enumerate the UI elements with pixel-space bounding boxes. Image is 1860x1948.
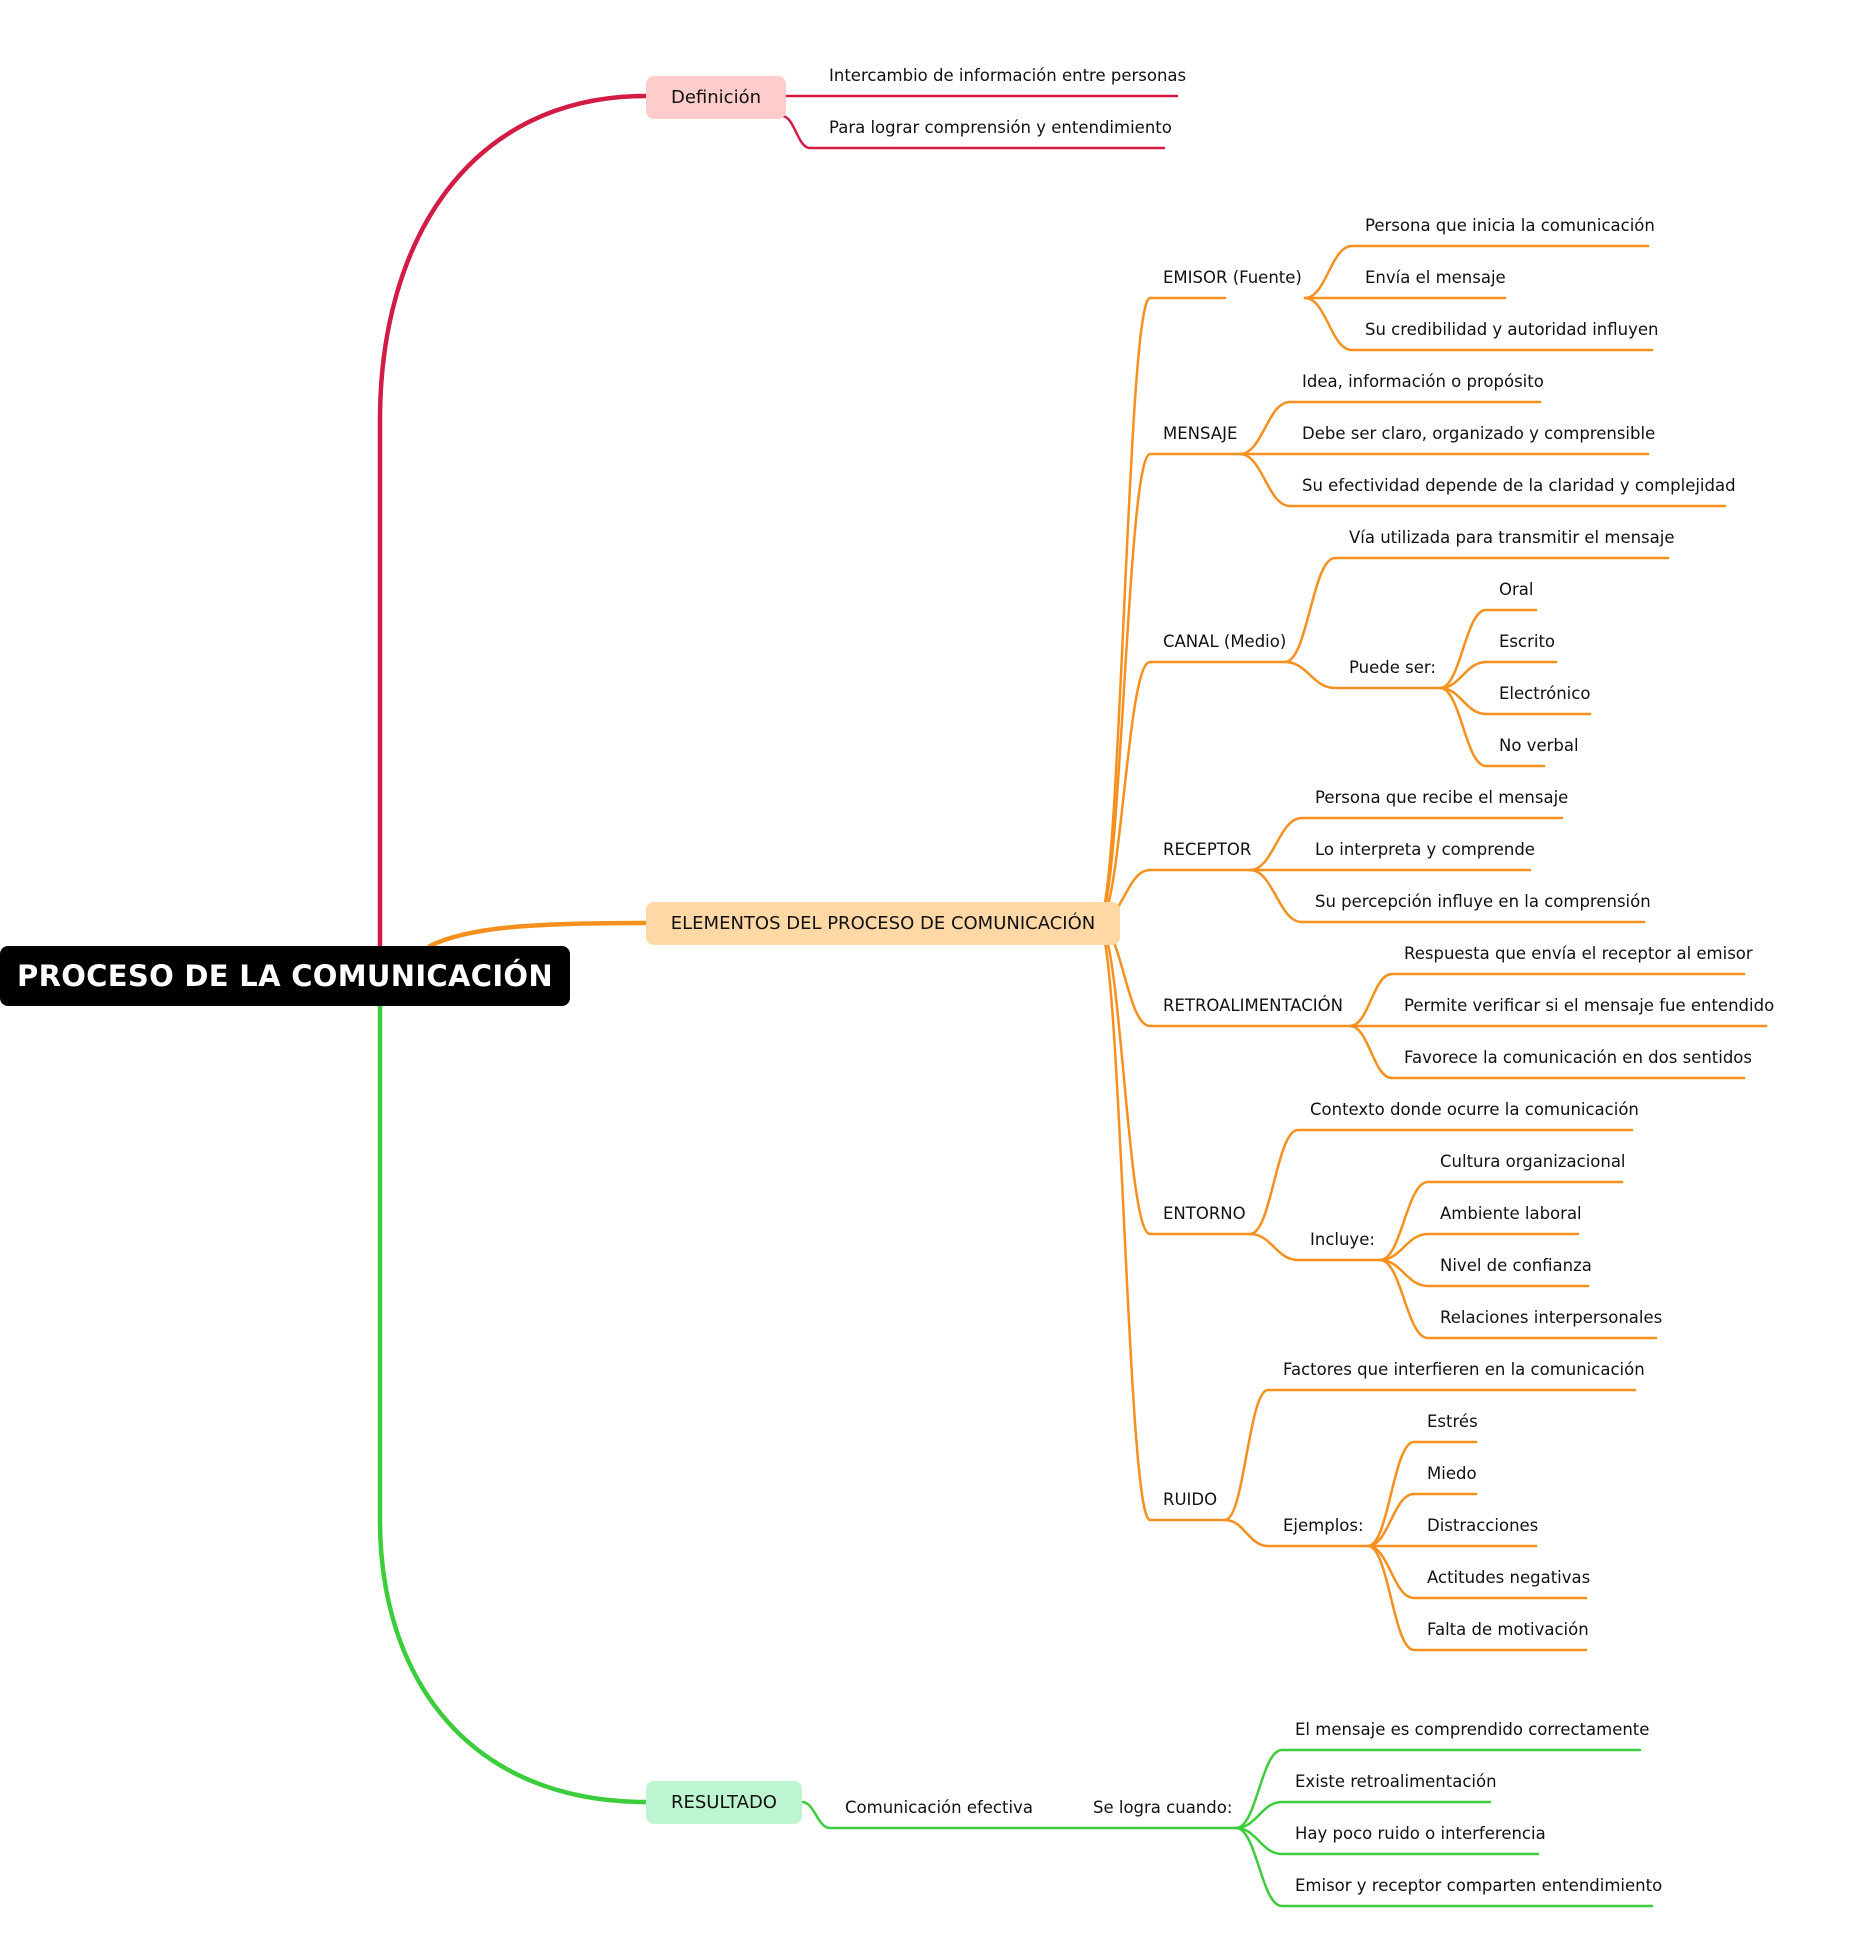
- entorno-link-2: [1248, 1232, 1382, 1262]
- se-logra-link-3: [1234, 1826, 1540, 1856]
- retro-item-2: Permite verificar si el mensaje fue ente…: [1404, 996, 1775, 1015]
- canal-item-2: Escrito: [1499, 632, 1556, 651]
- incluye-link-1: [1378, 1180, 1624, 1262]
- puede-ser-link-1: [1438, 608, 1538, 690]
- incluye-link-3: [1378, 1258, 1590, 1288]
- canal-item-4: No verbal: [1499, 736, 1579, 755]
- entorno-node[interactable]: ENTORNO: [1163, 1204, 1246, 1223]
- entorno-item-3: Nivel de confianza: [1440, 1256, 1592, 1275]
- ruido-item-1: Estrés: [1427, 1412, 1478, 1431]
- canal-puede-ser: Puede ser:: [1349, 658, 1436, 677]
- receptor-link-1: [1248, 816, 1564, 872]
- resultado-comunicacion: Comunicación efectiva: [845, 1798, 1033, 1817]
- entorno-incluye: Incluye:: [1310, 1230, 1375, 1249]
- puede-ser-link-3: [1438, 686, 1592, 716]
- emisor-link-3: [1303, 296, 1654, 352]
- root-to-definicion-line: [377, 93, 649, 949]
- se-logra-link-2: [1234, 1800, 1492, 1830]
- elementos-to-entorno-line: [1096, 921, 1252, 1236]
- ruido-node[interactable]: RUIDO: [1163, 1490, 1218, 1509]
- ejemplos-link-1: [1366, 1440, 1478, 1548]
- receptor-item-2: Lo interpreta y comprende: [1315, 840, 1535, 859]
- emisor-item-1: Persona que inicia la comunicación: [1365, 216, 1655, 235]
- retro-link-3: [1348, 1024, 1746, 1080]
- ruido-factores: Factores que interfieren en la comunicac…: [1283, 1360, 1645, 1379]
- emisor-item-3: Su credibilidad y autoridad influyen: [1365, 320, 1659, 339]
- root-node[interactable]: PROCESO DE LA COMUNICACIÓN: [0, 946, 570, 1006]
- resultado-item-2: Existe retroalimentación: [1295, 1772, 1497, 1791]
- definicion-item-2: Para lograr comprensión y entendimiento: [829, 118, 1172, 137]
- elementos-to-canal-line: [1096, 660, 1287, 925]
- emisor-node[interactable]: EMISOR (Fuente): [1163, 268, 1302, 287]
- retro-item-3: Favorece la comunicación en dos sentidos: [1404, 1048, 1752, 1067]
- receptor-item-1: Persona que recibe el mensaje: [1315, 788, 1569, 807]
- root-to-resultado-line: [377, 1003, 649, 1805]
- puede-ser-link-4: [1438, 686, 1546, 768]
- resultado-se-logra: Se logra cuando:: [1093, 1798, 1233, 1817]
- ruido-item-2: Miedo: [1427, 1464, 1477, 1483]
- ruido-item-5: Falta de motivación: [1427, 1620, 1589, 1639]
- definicion-node[interactable]: Definición: [646, 76, 786, 119]
- mensaje-item-2: Debe ser claro, organizado y comprensibl…: [1302, 424, 1656, 443]
- ejemplos-link-2: [1366, 1492, 1478, 1548]
- ruido-ejemplos: Ejemplos:: [1283, 1516, 1364, 1535]
- canal-node[interactable]: CANAL (Medio): [1163, 632, 1287, 651]
- receptor-link-3: [1248, 868, 1646, 924]
- entorno-link-1: [1248, 1128, 1634, 1236]
- mensaje-link-1: [1238, 400, 1542, 456]
- receptor-item-3: Su percepción influye en la comprensión: [1315, 892, 1651, 911]
- elementos-to-mensaje-line: [1096, 452, 1242, 925]
- ejemplos-link-5: [1366, 1544, 1588, 1652]
- puede-ser-link-2: [1438, 660, 1558, 690]
- elementos-to-ruido-line: [1096, 921, 1227, 1522]
- resultado-item-3: Hay poco ruido o interferencia: [1295, 1824, 1546, 1843]
- canal-link-1: [1283, 556, 1670, 664]
- canal-item-3: Electrónico: [1499, 684, 1591, 703]
- entorno-item-1: Cultura organizacional: [1440, 1152, 1626, 1171]
- mensaje-link-3: [1238, 452, 1727, 508]
- canal-via: Vía utilizada para transmitir el mensaje: [1349, 528, 1675, 547]
- elementos-node[interactable]: ELEMENTOS DEL PROCESO DE COMUNICACIÓN: [646, 902, 1120, 945]
- mensaje-item-3: Su efectividad depende de la claridad y …: [1302, 476, 1736, 495]
- emisor-item-2: Envía el mensaje: [1365, 268, 1506, 287]
- mensaje-node[interactable]: MENSAJE: [1163, 424, 1238, 443]
- definicion-link-2: [780, 114, 1166, 150]
- entorno-contexto: Contexto donde ocurre la comunicación: [1310, 1100, 1639, 1119]
- ruido-link-1: [1223, 1388, 1637, 1522]
- canal-link-2: [1283, 660, 1442, 690]
- mensaje-item-1: Idea, información o propósito: [1302, 372, 1544, 391]
- resultado-to-comunicacion-line: [800, 1800, 1238, 1830]
- retro-item-1: Respuesta que envía el receptor al emiso…: [1404, 944, 1753, 963]
- resultado-item-1: El mensaje es comprendido correctamente: [1295, 1720, 1650, 1739]
- incluye-link-2: [1378, 1232, 1580, 1262]
- receptor-node[interactable]: RECEPTOR: [1163, 840, 1252, 859]
- resultado-node[interactable]: RESULTADO: [646, 1781, 802, 1824]
- se-logra-link-1: [1234, 1748, 1642, 1830]
- retro-link-1: [1348, 972, 1746, 1028]
- ruido-item-4: Actitudes negativas: [1427, 1568, 1591, 1587]
- emisor-link-1: [1303, 244, 1650, 300]
- canal-item-1: Oral: [1499, 580, 1534, 599]
- entorno-item-4: Relaciones interpersonales: [1440, 1308, 1663, 1327]
- elementos-to-receptor-line: [1096, 868, 1252, 925]
- incluye-link-4: [1378, 1258, 1658, 1340]
- ruido-link-2: [1223, 1518, 1370, 1548]
- definicion-item-1: Intercambio de información entre persona…: [829, 66, 1187, 85]
- se-logra-link-4: [1234, 1826, 1654, 1908]
- ruido-item-3: Distracciones: [1427, 1516, 1539, 1535]
- root-to-elementos-line: [427, 920, 649, 949]
- entorno-item-2: Ambiente laboral: [1440, 1204, 1582, 1223]
- retroalimentacion-node[interactable]: RETROALIMENTACIÓN: [1163, 996, 1343, 1015]
- elementos-to-emisor-line: [1096, 296, 1227, 925]
- resultado-item-4: Emisor y receptor comparten entendimient…: [1295, 1876, 1663, 1895]
